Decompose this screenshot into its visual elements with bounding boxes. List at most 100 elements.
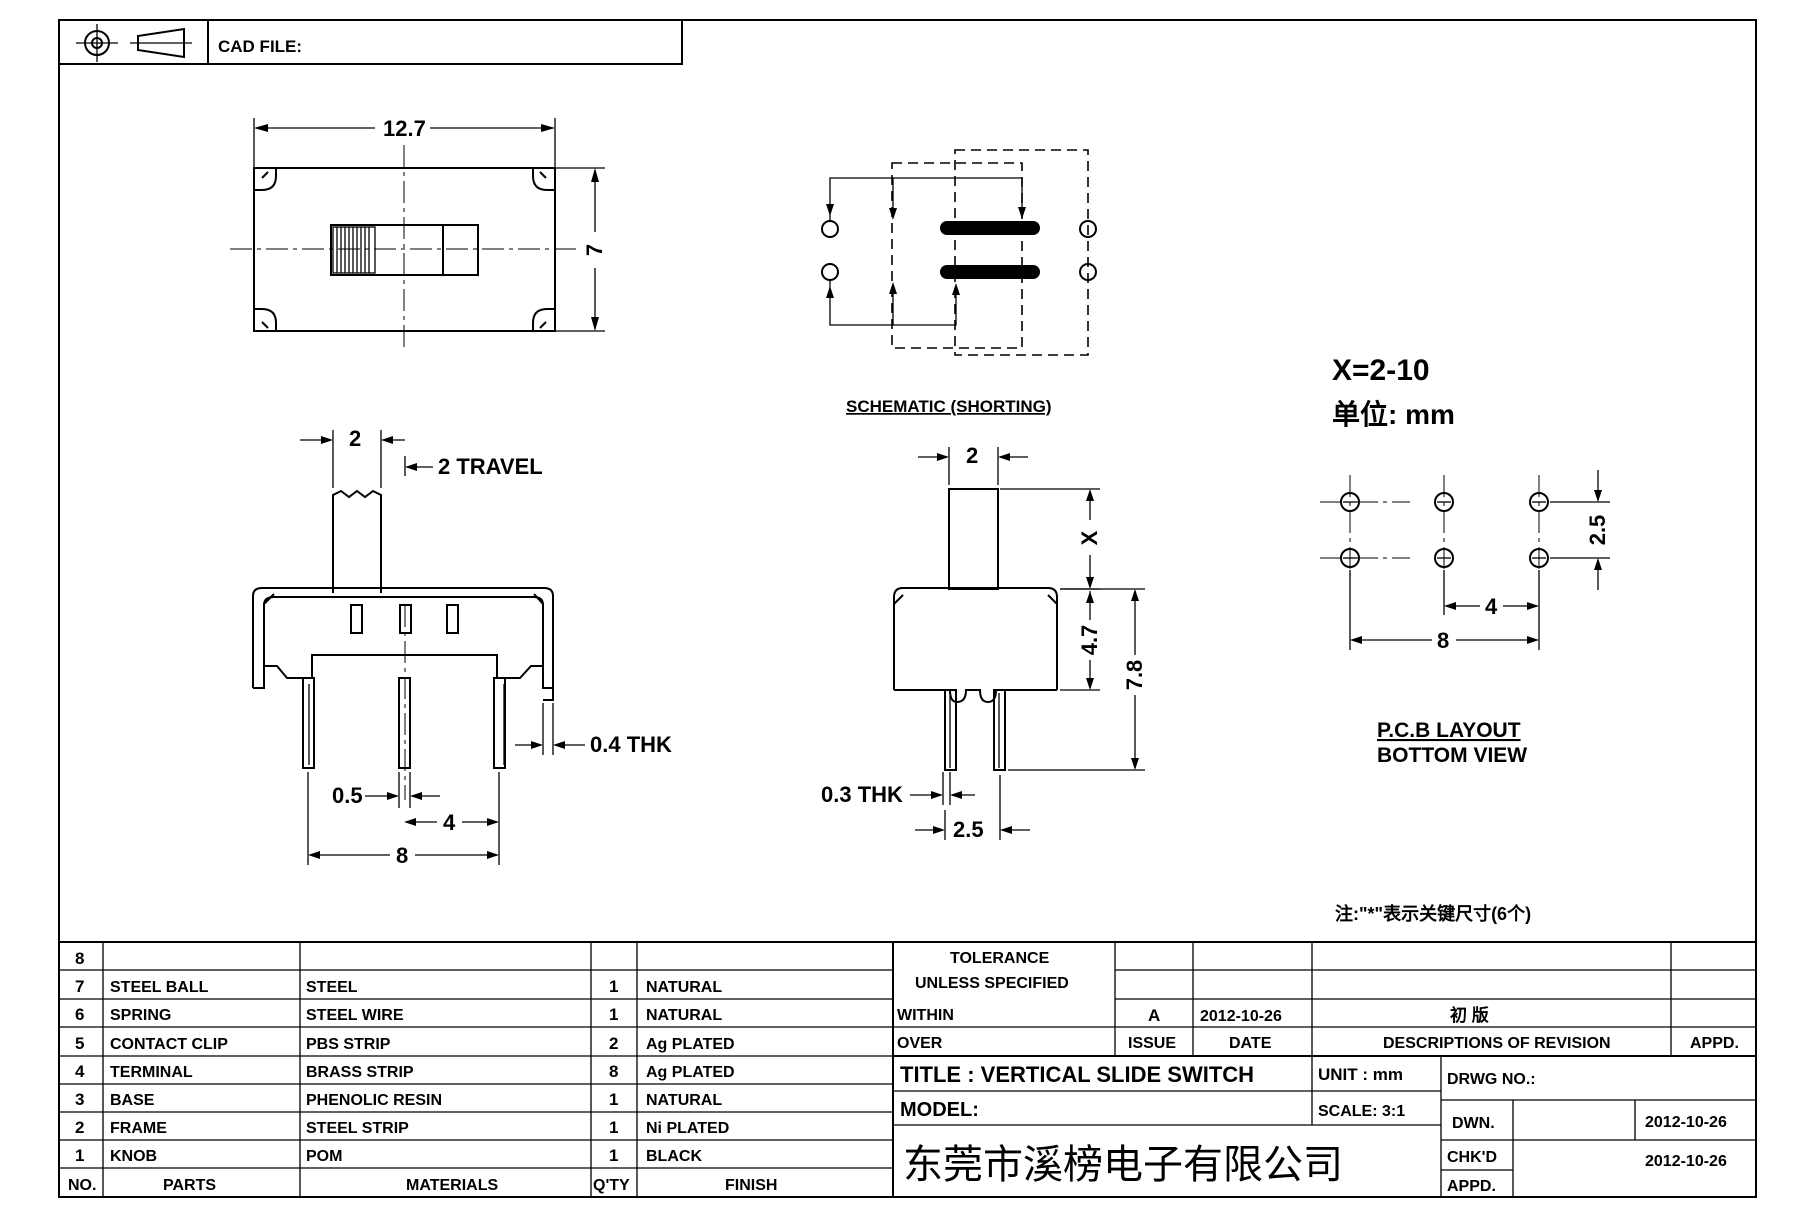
side-pin-width-dim: 0.5 xyxy=(332,783,363,808)
bom-row-7-finish: NATURAL xyxy=(646,979,722,996)
pcb-hole xyxy=(1340,548,1360,568)
revision-issue-label: ISSUE xyxy=(1128,1035,1176,1052)
top-width-dim: 12.7 xyxy=(383,116,426,141)
side-actuator-dim: 2 xyxy=(349,426,361,451)
cad-file-label: CAD FILE: xyxy=(218,37,302,56)
model-label: MODEL: xyxy=(900,1099,979,1121)
x-range-note: X=2-10 xyxy=(1332,354,1430,387)
bom-row-3-material: PHENOLIC RESIN xyxy=(306,1092,442,1109)
side-pin-span-dim: 8 xyxy=(396,843,408,868)
pcb-hole xyxy=(1434,548,1454,568)
revision-date-value: 2012-10-26 xyxy=(1200,1008,1282,1025)
tolerance-unless: UNLESS SPECIFIED xyxy=(915,975,1069,992)
top-height-dim: 7 xyxy=(582,244,607,256)
revision-issue-value: A xyxy=(1148,1006,1160,1025)
end-height-dim: 7.8 xyxy=(1122,660,1147,691)
pcb-layout: 2.5 4 8 P.C.B LAYOUT BOTTOM VIEW xyxy=(1320,470,1610,767)
pcb-span-dim: 8 xyxy=(1437,628,1449,653)
key-dimension-note: 注:"*"表示关键尺寸(6个) xyxy=(1335,903,1531,924)
bom-row-1-qty: 1 xyxy=(609,1146,618,1165)
bom-row-7-material: STEEL xyxy=(306,979,358,996)
bom-row-2-material: STEEL STRIP xyxy=(306,1120,409,1137)
side-travel-dim: 2 TRAVEL xyxy=(438,454,543,479)
projection-symbol-icon xyxy=(76,24,192,62)
drawing-number-label: DRWG NO.: xyxy=(1447,1071,1536,1088)
bom-row-8-no: 8 xyxy=(75,949,84,968)
bom-row-6-finish: NATURAL xyxy=(646,1007,722,1024)
bom-row-5-part: CONTACT CLIP xyxy=(110,1036,228,1053)
bom-row-5-material: PBS STRIP xyxy=(306,1036,391,1053)
bom-row-1-material: POM xyxy=(306,1148,342,1165)
bom-row-6-qty: 1 xyxy=(609,1005,618,1024)
bom-header-qty: Q'TY xyxy=(593,1177,630,1194)
bom-row-1-part: KNOB xyxy=(110,1148,157,1165)
revision-desc-label: DESCRIPTIONS OF REVISION xyxy=(1383,1035,1611,1052)
bom-row-4-finish: Ag PLATED xyxy=(646,1064,735,1081)
revision-appd-label: APPD. xyxy=(1690,1035,1739,1052)
bom-row-6-material: STEEL WIRE xyxy=(306,1007,404,1024)
bom-row-6-part: SPRING xyxy=(110,1007,171,1024)
bom-row-2-qty: 1 xyxy=(609,1118,618,1137)
end-view: 2 X 4.7 7.8 0.3 THK xyxy=(821,443,1147,842)
knob-grip xyxy=(332,226,376,274)
end-actuator-dim: 2 xyxy=(966,443,978,468)
top-view: 12.7 7 xyxy=(230,116,607,350)
bom-header-parts: PARTS xyxy=(163,1177,216,1194)
end-pin-pitch-dim: 2.5 xyxy=(953,817,984,842)
notes: X=2-10 单位: mm 注:"*"表示关键尺寸(6个) xyxy=(1332,354,1531,924)
bom-row-3-finish: NATURAL xyxy=(646,1092,722,1109)
unit-note: 单位: mm xyxy=(1332,398,1455,430)
bom-row-5-qty: 2 xyxy=(609,1034,618,1053)
checked-label: CHK'D xyxy=(1447,1149,1497,1166)
bom-row-4-no: 4 xyxy=(75,1062,85,1081)
bom-row-2-finish: Ni PLATED xyxy=(646,1120,729,1137)
company-name: 东莞市溪榜电子有限公司 xyxy=(903,1143,1343,1187)
pcb-hole xyxy=(1529,492,1549,512)
bom-row-1-finish: BLACK xyxy=(646,1148,702,1165)
drawing-title: TITLE : VERTICAL SLIDE SWITCH xyxy=(900,1062,1254,1087)
end-body-dim: 4.7 xyxy=(1077,625,1102,656)
bom-header-materials: MATERIALS xyxy=(406,1177,498,1194)
pcb-pitch-dim: 4 xyxy=(1485,594,1498,619)
bom-row-4-material: BRASS STRIP xyxy=(306,1064,414,1081)
bom-row-6-no: 6 xyxy=(75,1005,84,1024)
bom-row-4-part: TERMINAL xyxy=(110,1064,193,1081)
side-pin-thk-dim: 0.4 THK xyxy=(590,732,672,757)
schematic-caption: SCHEMATIC (SHORTING) xyxy=(846,397,1052,416)
bill-of-materials: 8 7 STEEL BALL STEEL 1 NATURAL 6 SPRING … xyxy=(59,941,1756,1197)
bom-row-7-qty: 1 xyxy=(609,977,618,996)
bom-row-3-qty: 1 xyxy=(609,1090,618,1109)
side-view: 2 2 TRAVEL 0.4 THK 0.5 4 8 xyxy=(252,426,672,868)
drawn-date: 2012-10-26 xyxy=(1645,1114,1727,1131)
pcb-caption: P.C.B LAYOUT xyxy=(1377,719,1521,742)
bom-row-3-no: 3 xyxy=(75,1090,84,1109)
title-block: TITLE : VERTICAL SLIDE SWITCH UNIT : mm … xyxy=(893,1056,1756,1197)
revision-date-label: DATE xyxy=(1229,1035,1272,1052)
bom-row-1-no: 1 xyxy=(75,1146,84,1165)
tolerance-over: OVER xyxy=(897,1035,943,1052)
bom-header-no: NO. xyxy=(68,1177,96,1194)
bom-row-2-no: 2 xyxy=(75,1118,84,1137)
schematic-shorting: SCHEMATIC (SHORTING) xyxy=(821,149,1097,416)
pcb-hole xyxy=(1340,492,1360,512)
pcb-hole xyxy=(1434,492,1454,512)
bom-row-2-part: FRAME xyxy=(110,1120,167,1137)
checked-date: 2012-10-26 xyxy=(1645,1153,1727,1170)
drawn-label: DWN. xyxy=(1452,1115,1495,1132)
bom-row-7-part: STEEL BALL xyxy=(110,979,209,996)
cad-header: CAD FILE: xyxy=(58,19,683,65)
bom-header-finish: FINISH xyxy=(725,1177,777,1194)
end-x-dim: X xyxy=(1077,530,1102,545)
tolerance-revision-block: TOLERANCE UNLESS SPECIFIED WITHIN OVER A… xyxy=(893,942,1756,1057)
bom-row-7-no: 7 xyxy=(75,977,84,996)
bom-row-3-part: BASE xyxy=(110,1092,155,1109)
tolerance-within: WITHIN xyxy=(897,1007,954,1024)
tolerance-title: TOLERANCE xyxy=(950,950,1050,967)
bom-row-5-finish: Ag PLATED xyxy=(646,1036,735,1053)
side-pin-pitch-dim: 4 xyxy=(443,810,456,835)
bom-row-5-no: 5 xyxy=(75,1034,84,1053)
bom-row-4-qty: 8 xyxy=(609,1062,618,1081)
scale-label: SCALE: 3:1 xyxy=(1318,1103,1405,1120)
pcb-caption-sub: BOTTOM VIEW xyxy=(1377,744,1527,767)
